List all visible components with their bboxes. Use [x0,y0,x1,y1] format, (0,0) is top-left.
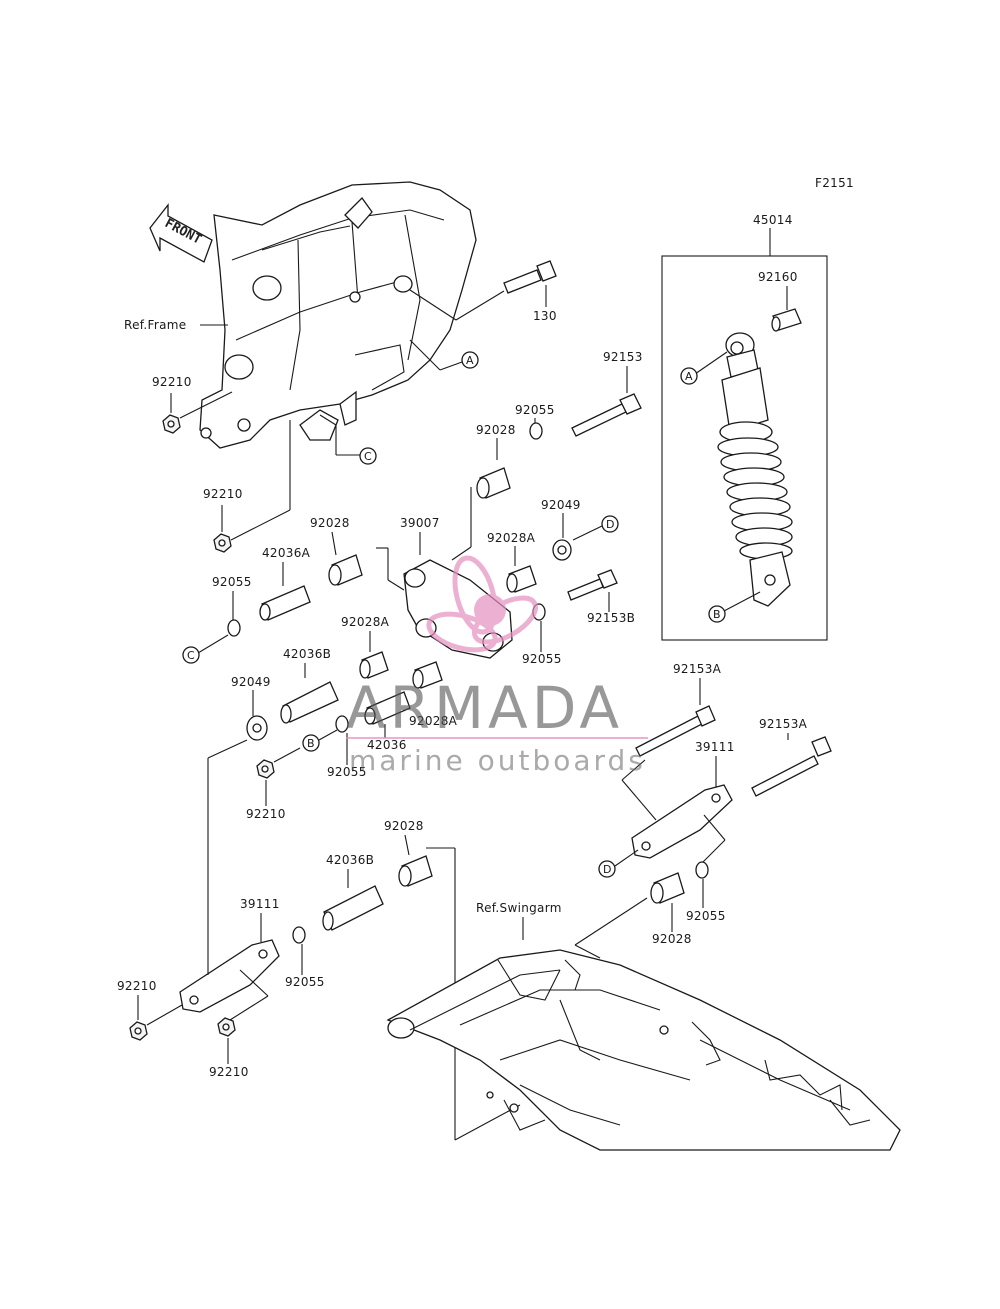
armada-watermark-logo-icon [426,555,539,653]
label-92028A-c: 92028A [409,714,458,728]
callout-a-frame [461,351,479,369]
collar-42036B-icon [322,885,384,931]
collar-42036B-icon [280,681,339,724]
nut-92210-icon [162,414,181,434]
svg-text:C: C [187,649,195,662]
shock-assembly-box [661,255,828,641]
label-92210-e: 92210 [209,1065,249,1079]
label-92028-a: 92028 [476,423,516,437]
label-42036B-a: 42036B [283,647,331,661]
bushing-92028A-icon [506,565,537,593]
label-92049-b: 92049 [231,675,271,689]
label-92055-a: 92055 [515,403,555,417]
svg-text:C: C [364,450,372,463]
label-92028-d: 92028 [384,819,424,833]
svg-text:A: A [685,370,693,383]
diagram-id: F2151 [815,176,854,190]
bushing-92028-icon [476,467,511,499]
label-92055-f: 92055 [285,975,325,989]
swingarm-illustration [386,949,901,1151]
label-42036: 42036 [367,738,407,752]
label-92210-b: 92210 [203,487,243,501]
label-92055-e: 92055 [686,909,726,923]
callout-a-shock [680,367,698,385]
label-92028A-b: 92028A [341,615,390,629]
watermark-title: ARMADA [346,674,623,742]
label-92028-b: 92028 [310,516,350,530]
label-92160: 92160 [758,270,798,284]
nut-92210-icon [213,533,232,553]
callout-d-rocker [601,515,619,533]
label-92028-c: 92028 [652,932,692,946]
shock-absorber-icon [717,332,793,607]
collar-42036-icon [364,691,411,725]
label-45014: 45014 [753,213,793,227]
label-92210-d: 92210 [117,979,157,993]
o-ring-92055-icon [335,715,349,733]
label-130: 130 [533,309,557,323]
front-arrow-icon: FRONT [149,203,213,263]
label-92210-a: 92210 [152,375,192,389]
label-39111-b: 39111 [240,897,280,911]
nut-92210-icon [256,759,275,779]
ref-swingarm-label: Ref.Swingarm [476,901,562,915]
svg-text:B: B [307,737,315,750]
nut-92210-icon [129,1021,148,1041]
label-92055-c: 92055 [522,652,562,666]
callout-b-shock [708,605,726,623]
bushing-92160-icon [771,308,802,332]
frame-illustration [199,181,477,449]
tie-rod-39111-icon [179,939,280,1013]
label-92153B: 92153B [587,611,635,625]
watermark-subtitle: marine outboards [349,744,646,777]
bolt-92153-icon [571,393,642,437]
o-ring-92055-icon [529,422,543,440]
callout-d-tierod [598,860,616,878]
ref-frame-label: Ref.Frame [124,318,186,332]
svg-text:D: D [606,518,614,531]
o-ring-92055-icon [292,926,306,944]
label-92153A-a: 92153A [673,662,722,676]
bolt-92153A-icon [635,705,716,757]
tie-rod-39111-icon [631,784,733,859]
label-92028A-a: 92028A [487,531,536,545]
bushing-92028-icon [650,872,685,904]
callout-b-rocker [302,734,320,752]
nut-92210-icon [217,1017,236,1037]
label-92055-b: 92055 [212,575,252,589]
svg-text:A: A [466,354,474,367]
bushing-92028-icon [328,554,363,586]
label-39111-a: 39111 [695,740,735,754]
callout-c-bracket [182,646,200,664]
bolt-92153B-icon [567,569,618,601]
bushing-92028A-icon [412,661,443,689]
label-92153: 92153 [603,350,643,364]
collar-42036A-icon [259,585,311,621]
label-39007: 39007 [400,516,440,530]
label-92153A-b: 92153A [759,717,808,731]
svg-text:D: D [603,863,611,876]
bolt-92153A-icon [751,736,832,797]
callout-c-frame [359,447,377,465]
svg-text:B: B [713,608,721,621]
bolt-130-icon [503,260,557,294]
label-92055-d: 92055 [327,765,367,779]
o-ring-92055-icon [695,861,709,879]
label-92210-c: 92210 [246,807,286,821]
label-42036A: 42036A [262,546,311,560]
label-92049-a: 92049 [541,498,581,512]
bushing-92028-icon [398,855,433,887]
label-42036B-b: 42036B [326,853,374,867]
bushing-92028A-icon [359,651,389,679]
o-ring-92055-icon [227,619,241,637]
